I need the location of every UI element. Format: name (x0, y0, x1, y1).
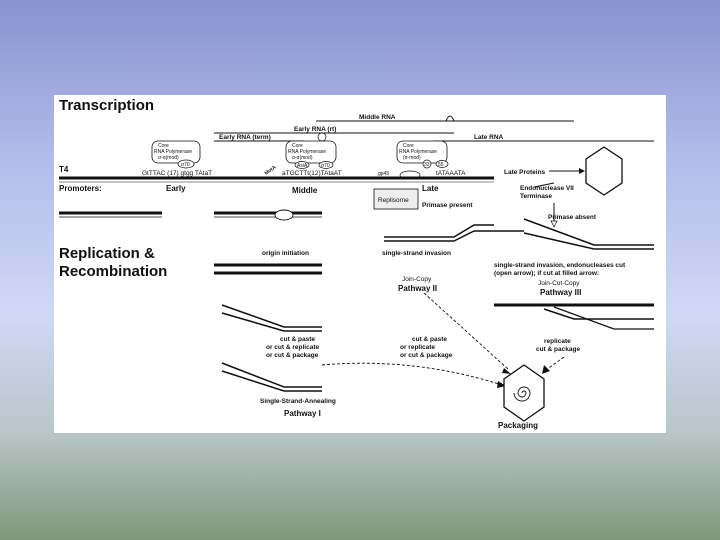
endonuclease-label: Endonuclease VII (520, 185, 574, 192)
primase-present-label: Primase present (422, 202, 473, 209)
pathway3-invasion-2 (553, 306, 654, 330)
late-rna-label: Late RNA (474, 134, 504, 141)
early-sigma-label: σ70 (181, 162, 190, 168)
pathway3-label: Pathway III (540, 288, 581, 297)
middle-pol-core: Core (292, 143, 303, 149)
p1-action-2: or cut & replicate (266, 344, 319, 351)
ss-invasion-strand-a (384, 224, 494, 238)
mota-label: MotA (264, 164, 278, 176)
gp45-label: gp45 (378, 171, 389, 177)
packaging-label: Packaging (498, 421, 538, 430)
transcription-heading: Transcription (59, 97, 154, 114)
open-arrowhead (550, 220, 558, 228)
replication-heading-line2: Recombination (59, 263, 167, 280)
late-pol-core: Core (403, 143, 414, 149)
p2-action-2: or replicate (400, 344, 435, 351)
late-proteins-arrowhead (579, 168, 585, 174)
packaged-dna-spiral (513, 386, 531, 402)
packaged-capsid (503, 364, 545, 422)
p1-to-packaging-arrow (321, 362, 503, 386)
ssa-strand-b (221, 370, 322, 392)
late-label: Late (422, 184, 439, 193)
endo-pointer (533, 182, 555, 188)
asia-label: AsiA (297, 163, 308, 169)
diagram-panel: Transcription Replication & Recombinatio… (54, 95, 666, 433)
middle-promoter-seq: aTGCTTt(12)TAtaAT (282, 170, 342, 177)
p3-arrowhead (542, 365, 550, 374)
p3-to-packaging-arrow (545, 356, 565, 371)
gp33-shape (422, 159, 432, 169)
p3-strand-a (523, 218, 654, 246)
p2-action-1: cut & paste (412, 336, 447, 343)
middle-label: Middle (292, 186, 318, 195)
early-promoter-seq: GtTTAC (17) gtgg TAtaT (142, 170, 212, 177)
p1-action-1: cut & paste (280, 336, 315, 343)
late-pol-sub: (α-mod) (403, 155, 421, 161)
middle-sigma-label: σ70 (321, 163, 330, 169)
join-copy-label: Join-Copy (402, 276, 432, 283)
ssa-label: Single-Strand-Annealing (260, 398, 336, 405)
early-pol-name: RNA Polymerase (154, 149, 192, 155)
early-rna-rt-label: Early RNA (rt) (294, 126, 336, 133)
middle-polymerase-shape (285, 140, 337, 164)
terminase-label: Terminase (520, 193, 552, 200)
middle-pol-name: RNA Polymerase (288, 149, 326, 155)
join-cut-copy-label: Join-Cut-Copy (538, 280, 580, 287)
pathway2-label: Pathway II (398, 284, 437, 293)
replisome-label: Replisome (378, 197, 409, 204)
ss-invasion-strand-b (384, 230, 524, 242)
t4-diagram: Transcription Replication & Recombinatio… (59, 97, 654, 430)
p3-strand-b (523, 232, 654, 250)
empty-capsid (585, 146, 623, 196)
p3-action-2: cut & package (536, 346, 580, 353)
gp33-label: 33 (424, 162, 430, 168)
pathway3-invasion (543, 308, 654, 320)
gp55-label: 55 (438, 162, 444, 168)
late-promoter-seq: tATAAATA (436, 170, 466, 177)
middle-rna-loop (445, 115, 455, 122)
replisome-box (373, 188, 419, 210)
asia-shape (294, 161, 310, 169)
ssa-strand-a (221, 362, 322, 388)
middle-loop-circle (317, 132, 327, 142)
replication-heading-line1: Replication & (59, 245, 155, 262)
p1-action-3: or cut & package (266, 352, 319, 359)
middle-sigma-shape (318, 161, 334, 169)
middle-rna-label: Middle RNA (359, 114, 396, 121)
early-polymerase-shape (151, 140, 201, 164)
gp55-shape (435, 160, 449, 168)
late-pol-name: RNA Polymerase (399, 149, 437, 155)
early-label: Early (166, 184, 186, 193)
late-polymerase-shape (396, 140, 448, 164)
origin-bubble (274, 209, 294, 221)
p2-action-3: or cut & package (400, 352, 453, 359)
pathway1-label: Pathway I (284, 409, 321, 418)
ss-invasion-label: single-strand invasion (382, 250, 451, 257)
p1-strand-a (221, 304, 322, 328)
early-pol-core: Core (158, 143, 169, 149)
p3-action-1: replicate (544, 338, 571, 345)
middle-pol-sub: α-α(mod) (292, 155, 313, 161)
primase-absent-label: Primase absent (548, 214, 597, 221)
p1-strand-b (221, 312, 322, 332)
promoters-label: Promoters: (59, 184, 102, 193)
early-rna-term-label: Early RNA (term) (219, 134, 271, 141)
p2-to-packaging-arrow (423, 292, 510, 371)
ss-invasion-cut-label-2: (open arrow); if cut at filled arrow: (494, 270, 599, 277)
ss-invasion-cut-label-1: single-strand invasion, endonucleases cu… (494, 262, 626, 269)
late-proteins-label: Late Proteins (504, 169, 546, 176)
early-pol-sub: σ-α(mod) (158, 155, 179, 161)
early-sigma-shape (177, 159, 195, 169)
t4-label: T4 (59, 165, 69, 174)
origin-initiation-label: origin initiation (262, 250, 309, 257)
p2-arrowhead (502, 368, 511, 374)
